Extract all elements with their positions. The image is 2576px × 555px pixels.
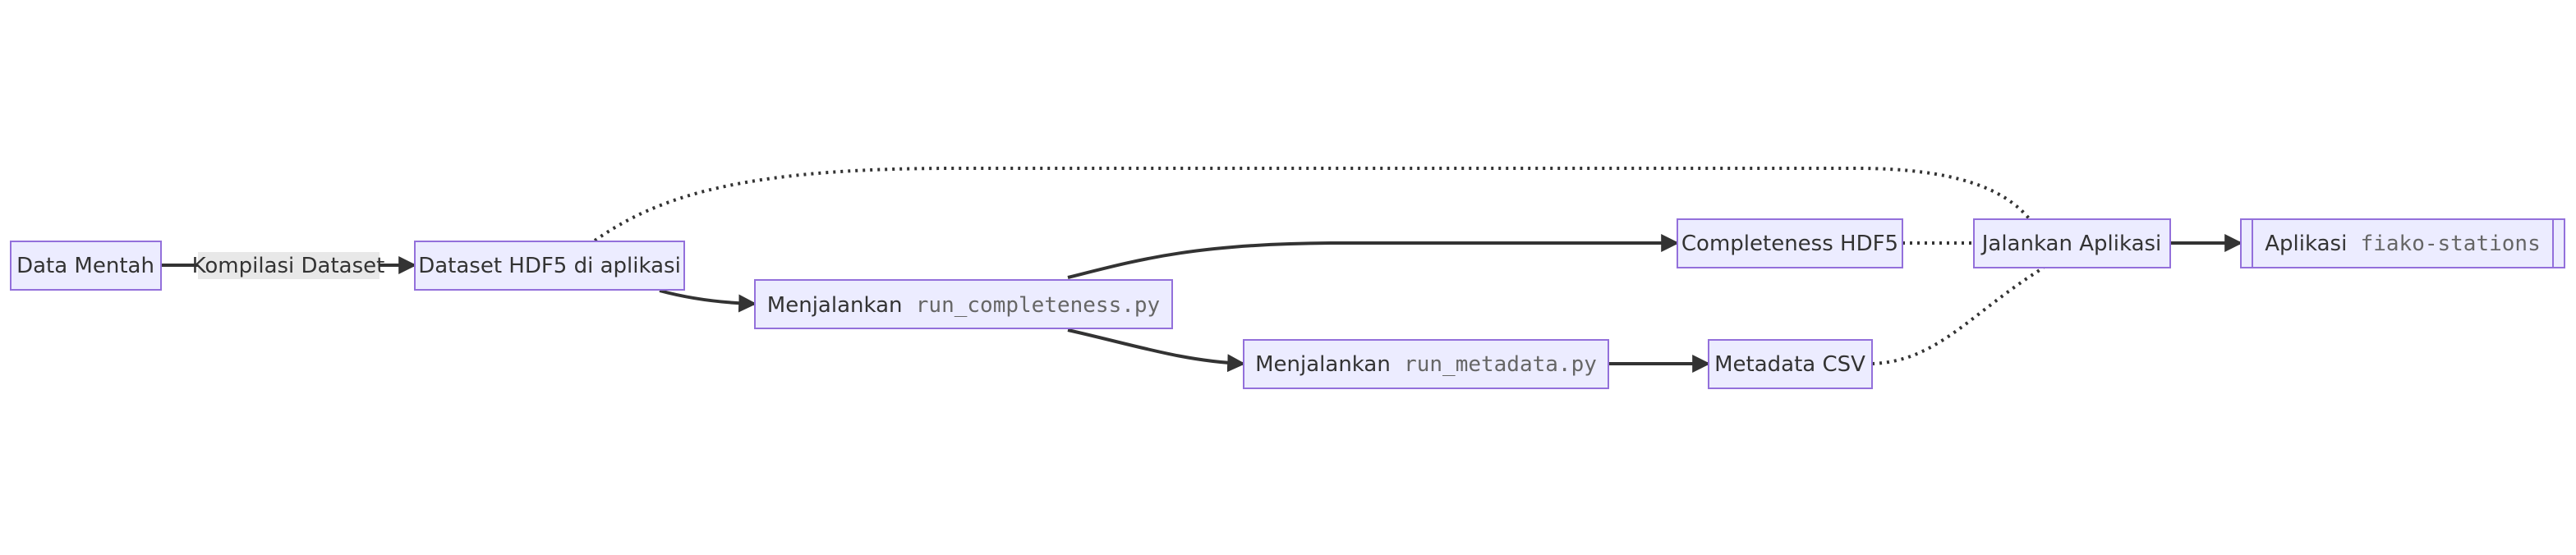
node-run-metadata: Menjalankan run_metadata.py — [1243, 339, 1609, 389]
edge-label-compile-dataset: Kompilasi Dataset — [192, 254, 385, 278]
node-run-completeness-code: run_completeness.py — [916, 293, 1160, 318]
edges: Kompilasi Dataset — [161, 167, 2243, 373]
node-run-app: Jalankan Aplikasi — [1973, 218, 2171, 268]
svg-text:Aplikasi fiako-stations: Aplikasi fiako-stations — [2265, 232, 2540, 256]
node-dataset-hdf5-label: Dataset HDF5 di aplikasi — [418, 254, 681, 278]
node-dataset-hdf5: Dataset HDF5 di aplikasi — [414, 241, 685, 291]
edge-run-completeness-to-completeness — [1067, 234, 1680, 279]
edge-hdf5-to-run-completeness — [659, 289, 757, 313]
node-app-subroutine: Aplikasi fiako-stations — [2240, 218, 2565, 268]
node-run-completeness: Menjalankan run_completeness.py — [754, 279, 1173, 329]
node-raw-data-label: Data Mentah — [16, 254, 154, 278]
node-metadata-csv-label: Metadata CSV — [1714, 352, 1865, 377]
node-app-prefix: Aplikasi — [2265, 232, 2347, 256]
edge-dotted-hdf5-to-run-app — [593, 167, 2031, 242]
node-completeness-hdf5: Completeness HDF5 — [1677, 218, 1903, 268]
node-metadata-csv: Metadata CSV — [1708, 339, 1873, 389]
edge-run-completeness-to-run-metadata — [1067, 328, 1246, 373]
node-run-metadata-prefix: Menjalankan — [1255, 352, 1391, 377]
node-app-code: fiako-stations — [2361, 232, 2541, 256]
node-run-completeness-prefix: Menjalankan — [767, 293, 903, 318]
edge-dotted-metadata-to-run-app — [1871, 266, 2045, 365]
svg-text:Menjalankan run_metadata: Menjalankan run_metadata.py — [1255, 352, 1597, 377]
node-raw-data: Data Mentah — [10, 241, 162, 291]
edge-label-background — [198, 252, 380, 279]
node-run-metadata-code: run_metadata.py — [1404, 352, 1597, 377]
node-run-app-label: Jalankan Aplikasi — [1980, 232, 2162, 256]
svg-text:Menjalankan run_complete: Menjalankan run_completeness.py — [767, 293, 1160, 318]
node-completeness-hdf5-label: Completeness HDF5 — [1681, 232, 1898, 256]
